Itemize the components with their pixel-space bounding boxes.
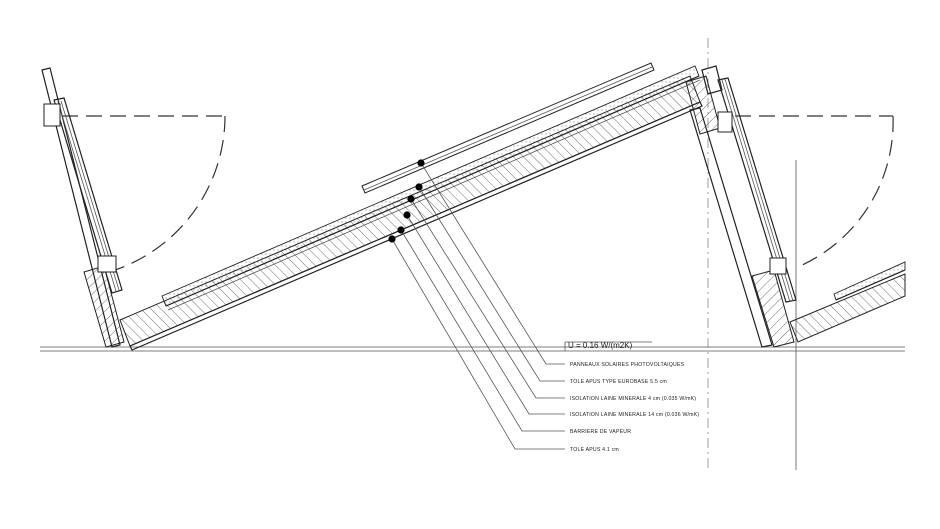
layer-label-pv: PANNEAUX SOLAIRES PHOTOVOLTAIQUES bbox=[570, 362, 685, 368]
marker-dot bbox=[415, 183, 423, 191]
axis-lines bbox=[707, 38, 797, 470]
u-value-box: U = 0.16 W/(m2K) bbox=[564, 341, 652, 351]
u-value-text: U = 0.16 W/(m2K) bbox=[568, 341, 633, 350]
layer-label-isolation-14: ISOLATION LAINE MINERALE 14 cm (0.036 W/… bbox=[570, 412, 699, 418]
main-roof bbox=[119, 62, 703, 351]
marker-dot bbox=[417, 159, 425, 167]
marker-dot bbox=[397, 226, 405, 234]
right-door-swing bbox=[735, 115, 894, 267]
layer-label-isolation-4: ISOLATION LAINE MINERALE 4 cm (0.035 W/m… bbox=[570, 396, 696, 402]
right-roof bbox=[789, 261, 906, 343]
leader-lines bbox=[391, 162, 565, 450]
floor-lines bbox=[40, 346, 905, 352]
marker-dot bbox=[403, 211, 411, 219]
marker-dot bbox=[407, 195, 415, 203]
right-wall bbox=[689, 77, 797, 348]
layer-label-tole-eurobase: TOLE APUS TYPE EUROBASE 5.5 cm bbox=[570, 379, 667, 385]
layer-label-tole-apus: TOLE APUS 4.1 cm bbox=[570, 447, 619, 453]
marker-dot bbox=[388, 235, 396, 243]
layer-label-barriere: BARRIERE DE VAPEUR bbox=[570, 429, 631, 435]
layer-markers bbox=[388, 159, 425, 243]
left-door-swing bbox=[62, 115, 226, 271]
left-wall bbox=[41, 67, 125, 348]
layer-labels: PANNEAUX SOLAIRES PHOTOVOLTAIQUES TOLE A… bbox=[570, 362, 699, 453]
